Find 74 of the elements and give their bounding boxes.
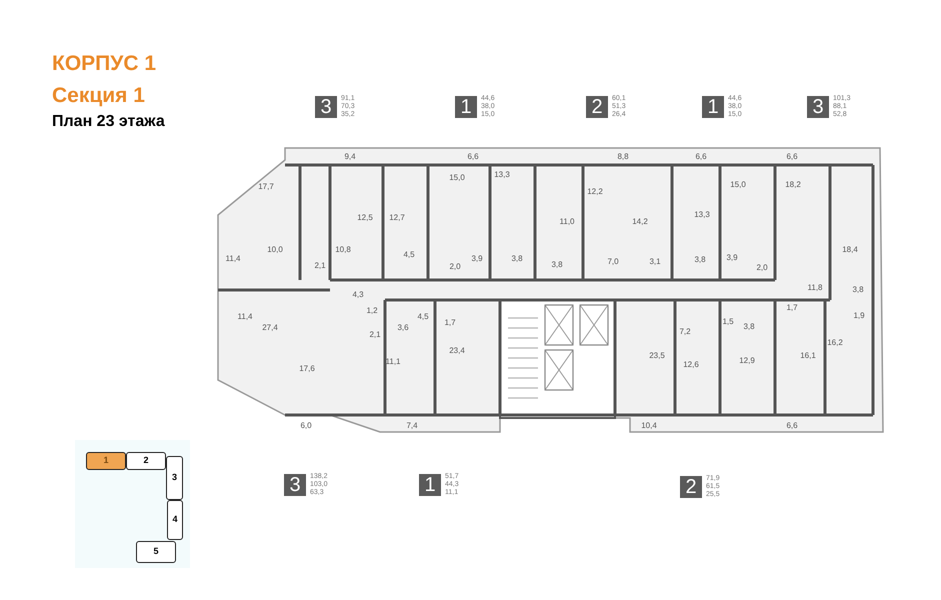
- key-plan-section: 1: [86, 452, 126, 470]
- room-area: 1,7: [786, 304, 798, 312]
- room-area: 2,1: [314, 262, 326, 270]
- room-area: 12,9: [739, 357, 755, 365]
- room-area: 4,3: [352, 291, 364, 299]
- key-plan-section: 3: [166, 456, 183, 500]
- key-plan-section: 2: [126, 452, 166, 470]
- room-area: 3,8: [852, 286, 864, 294]
- room-area: 1,7: [444, 319, 456, 327]
- room-area: 17,6: [299, 365, 315, 373]
- key-plan-section: 4: [167, 500, 183, 540]
- key-plan-section: 5: [136, 541, 176, 563]
- room-area: 10,8: [335, 246, 351, 254]
- room-area: 2,0: [449, 263, 461, 271]
- apartment-rooms-badge: 3: [315, 96, 337, 118]
- room-area: 12,2: [587, 188, 603, 196]
- building-title: КОРПУС 1: [52, 51, 156, 77]
- room-area: 12,7: [389, 214, 405, 222]
- room-area: 10,0: [267, 246, 283, 254]
- room-area: 11,8: [808, 284, 822, 292]
- room-area: 11,4: [226, 255, 240, 263]
- room-area: 3,8: [694, 256, 706, 264]
- apartment-rooms-badge: 2: [586, 96, 608, 118]
- room-area: 3,6: [397, 324, 409, 332]
- room-area: 6,6: [786, 422, 798, 430]
- room-area: 17,7: [258, 183, 274, 191]
- room-area: 3,8: [743, 323, 755, 331]
- room-area: 7,4: [406, 422, 418, 430]
- room-area: 8,8: [617, 153, 629, 161]
- room-area: 9,4: [344, 153, 356, 161]
- room-area: 23,4: [449, 347, 465, 355]
- room-area: 12,5: [357, 214, 373, 222]
- room-area: 6,0: [300, 422, 312, 430]
- floor-heading: План 23 этажа: [52, 112, 165, 132]
- room-area: 10,4: [641, 422, 657, 430]
- room-area: 2,0: [756, 264, 768, 272]
- room-area: 11,1: [386, 358, 400, 366]
- room-area: 15,0: [730, 181, 746, 189]
- room-area: 13,3: [694, 211, 710, 219]
- apartment-rooms-badge: 1: [455, 96, 477, 118]
- room-area: 1,2: [366, 307, 378, 315]
- room-area: 4,5: [403, 251, 415, 259]
- room-area: 6,6: [695, 153, 707, 161]
- room-area: 27,4: [262, 324, 278, 332]
- room-area: 6,6: [467, 153, 479, 161]
- room-area: 3,8: [551, 261, 563, 269]
- room-area: 7,0: [607, 258, 619, 266]
- room-area: 3,9: [726, 254, 738, 262]
- room-area: 23,5: [649, 352, 665, 360]
- room-area: 15,0: [449, 174, 465, 182]
- room-area: 1,5: [722, 318, 734, 326]
- room-area: 3,9: [471, 255, 483, 263]
- room-area: 11,0: [560, 218, 574, 226]
- room-area: 18,2: [785, 181, 801, 189]
- room-area: 16,2: [827, 339, 843, 347]
- room-area: 11,4: [238, 313, 252, 321]
- apartment-rooms-badge: 1: [702, 96, 724, 118]
- room-area: 4,5: [417, 313, 429, 321]
- room-area: 2,1: [369, 331, 381, 339]
- room-area: 18,4: [842, 246, 858, 254]
- apartment-rooms-badge: 2: [680, 476, 702, 498]
- section-heading: Секция 1: [52, 83, 145, 109]
- room-area: 16,1: [800, 352, 816, 360]
- room-area: 1,9: [853, 312, 865, 320]
- room-area: 3,1: [649, 258, 661, 266]
- room-area: 7,2: [679, 328, 691, 336]
- room-area: 3,8: [511, 255, 523, 263]
- room-area: 13,3: [494, 171, 510, 179]
- apartment-rooms-badge: 1: [419, 474, 441, 496]
- apartment-rooms-badge: 3: [284, 474, 306, 496]
- apartment-rooms-badge: 3: [807, 96, 829, 118]
- room-area: 6,6: [786, 153, 798, 161]
- room-area: 14,2: [632, 218, 648, 226]
- room-area: 12,6: [683, 361, 699, 369]
